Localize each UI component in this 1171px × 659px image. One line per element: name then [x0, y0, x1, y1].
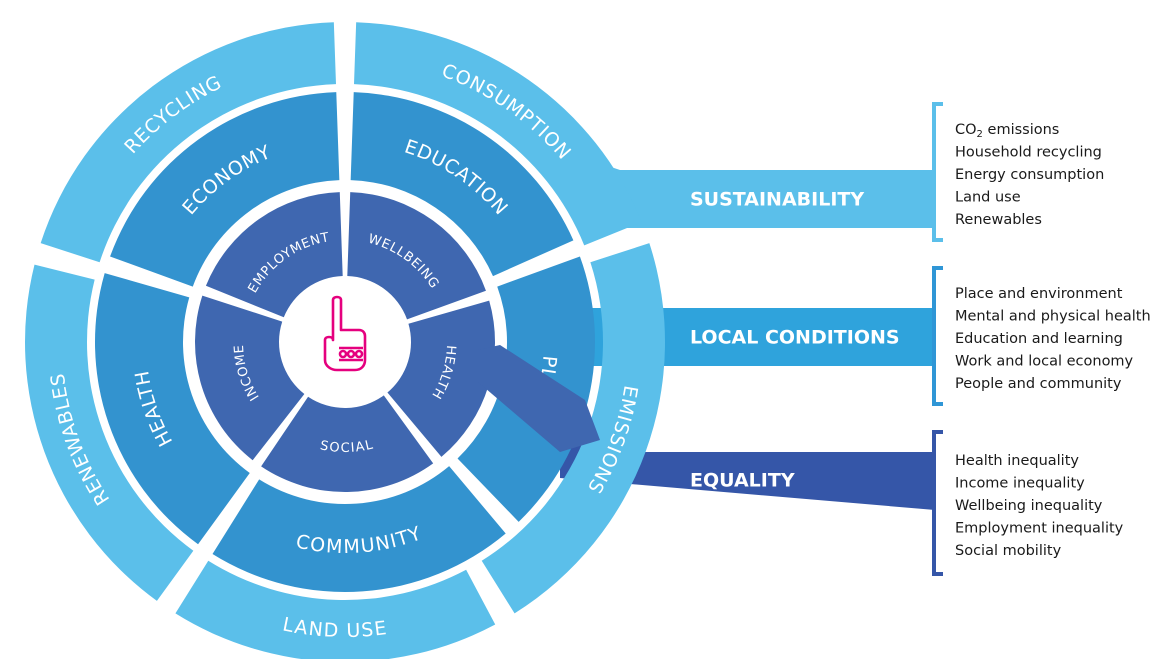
equality-band — [560, 420, 935, 510]
local-conditions-list-item: People and community — [955, 376, 1122, 392]
middle-segment-health — [95, 273, 250, 545]
equality-connector — [478, 345, 600, 452]
sustainability-list-item: Energy consumption — [955, 167, 1104, 183]
inner-label-social: SOCIAL — [319, 437, 375, 456]
sustainability-list-item: Household recycling — [955, 145, 1102, 161]
sustainability-list-item: Renewables — [955, 212, 1042, 228]
local-conditions-list-item: Mental and physical health — [955, 309, 1151, 325]
inner-segment-employment — [205, 192, 343, 318]
local-conditions-label: LOCAL CONDITIONS — [690, 327, 900, 349]
inner-segment-wellbeing — [347, 192, 486, 320]
sustainability-label: SUSTAINABILITY — [690, 189, 864, 211]
sustainability-band — [560, 150, 935, 228]
middle-segment-education — [350, 92, 574, 277]
outer-segment-land-use — [175, 560, 496, 659]
equality-list-item: Health inequality — [955, 453, 1079, 469]
outer-segment-recycling — [40, 22, 336, 263]
equality-list-item: Income inequality — [955, 476, 1085, 492]
equality-list-item: Wellbeing inequality — [955, 498, 1103, 514]
inner-segment-social — [261, 395, 434, 492]
local-conditions-list-item: Place and environment — [955, 286, 1123, 302]
outer-segment-emissions — [481, 243, 665, 614]
outer-segment-renewables — [24, 264, 194, 601]
middle-segment-economy — [110, 92, 340, 287]
sustainability-list-item: Land use — [955, 190, 1021, 206]
sustainability-bracket — [932, 102, 943, 242]
inner-segment-income — [194, 295, 305, 461]
local-conditions-bracket — [932, 266, 943, 406]
equality-bracket — [932, 430, 943, 576]
local-conditions-list-item: Education and learning — [955, 331, 1123, 347]
center-circle — [283, 280, 407, 404]
inner-segment-health — [387, 300, 495, 457]
equality-label: EQUALITY — [690, 470, 795, 492]
equality-list-item: Employment inequality — [955, 521, 1124, 537]
middle-segment-community — [212, 466, 506, 593]
equality-list-item: Social mobility — [955, 543, 1062, 559]
sustainability-list-item: CO2 emissions — [955, 122, 1059, 140]
local-conditions-list-item: Work and local economy — [955, 354, 1134, 370]
hand-icon — [323, 295, 367, 372]
outer-segment-consumption — [354, 22, 642, 246]
